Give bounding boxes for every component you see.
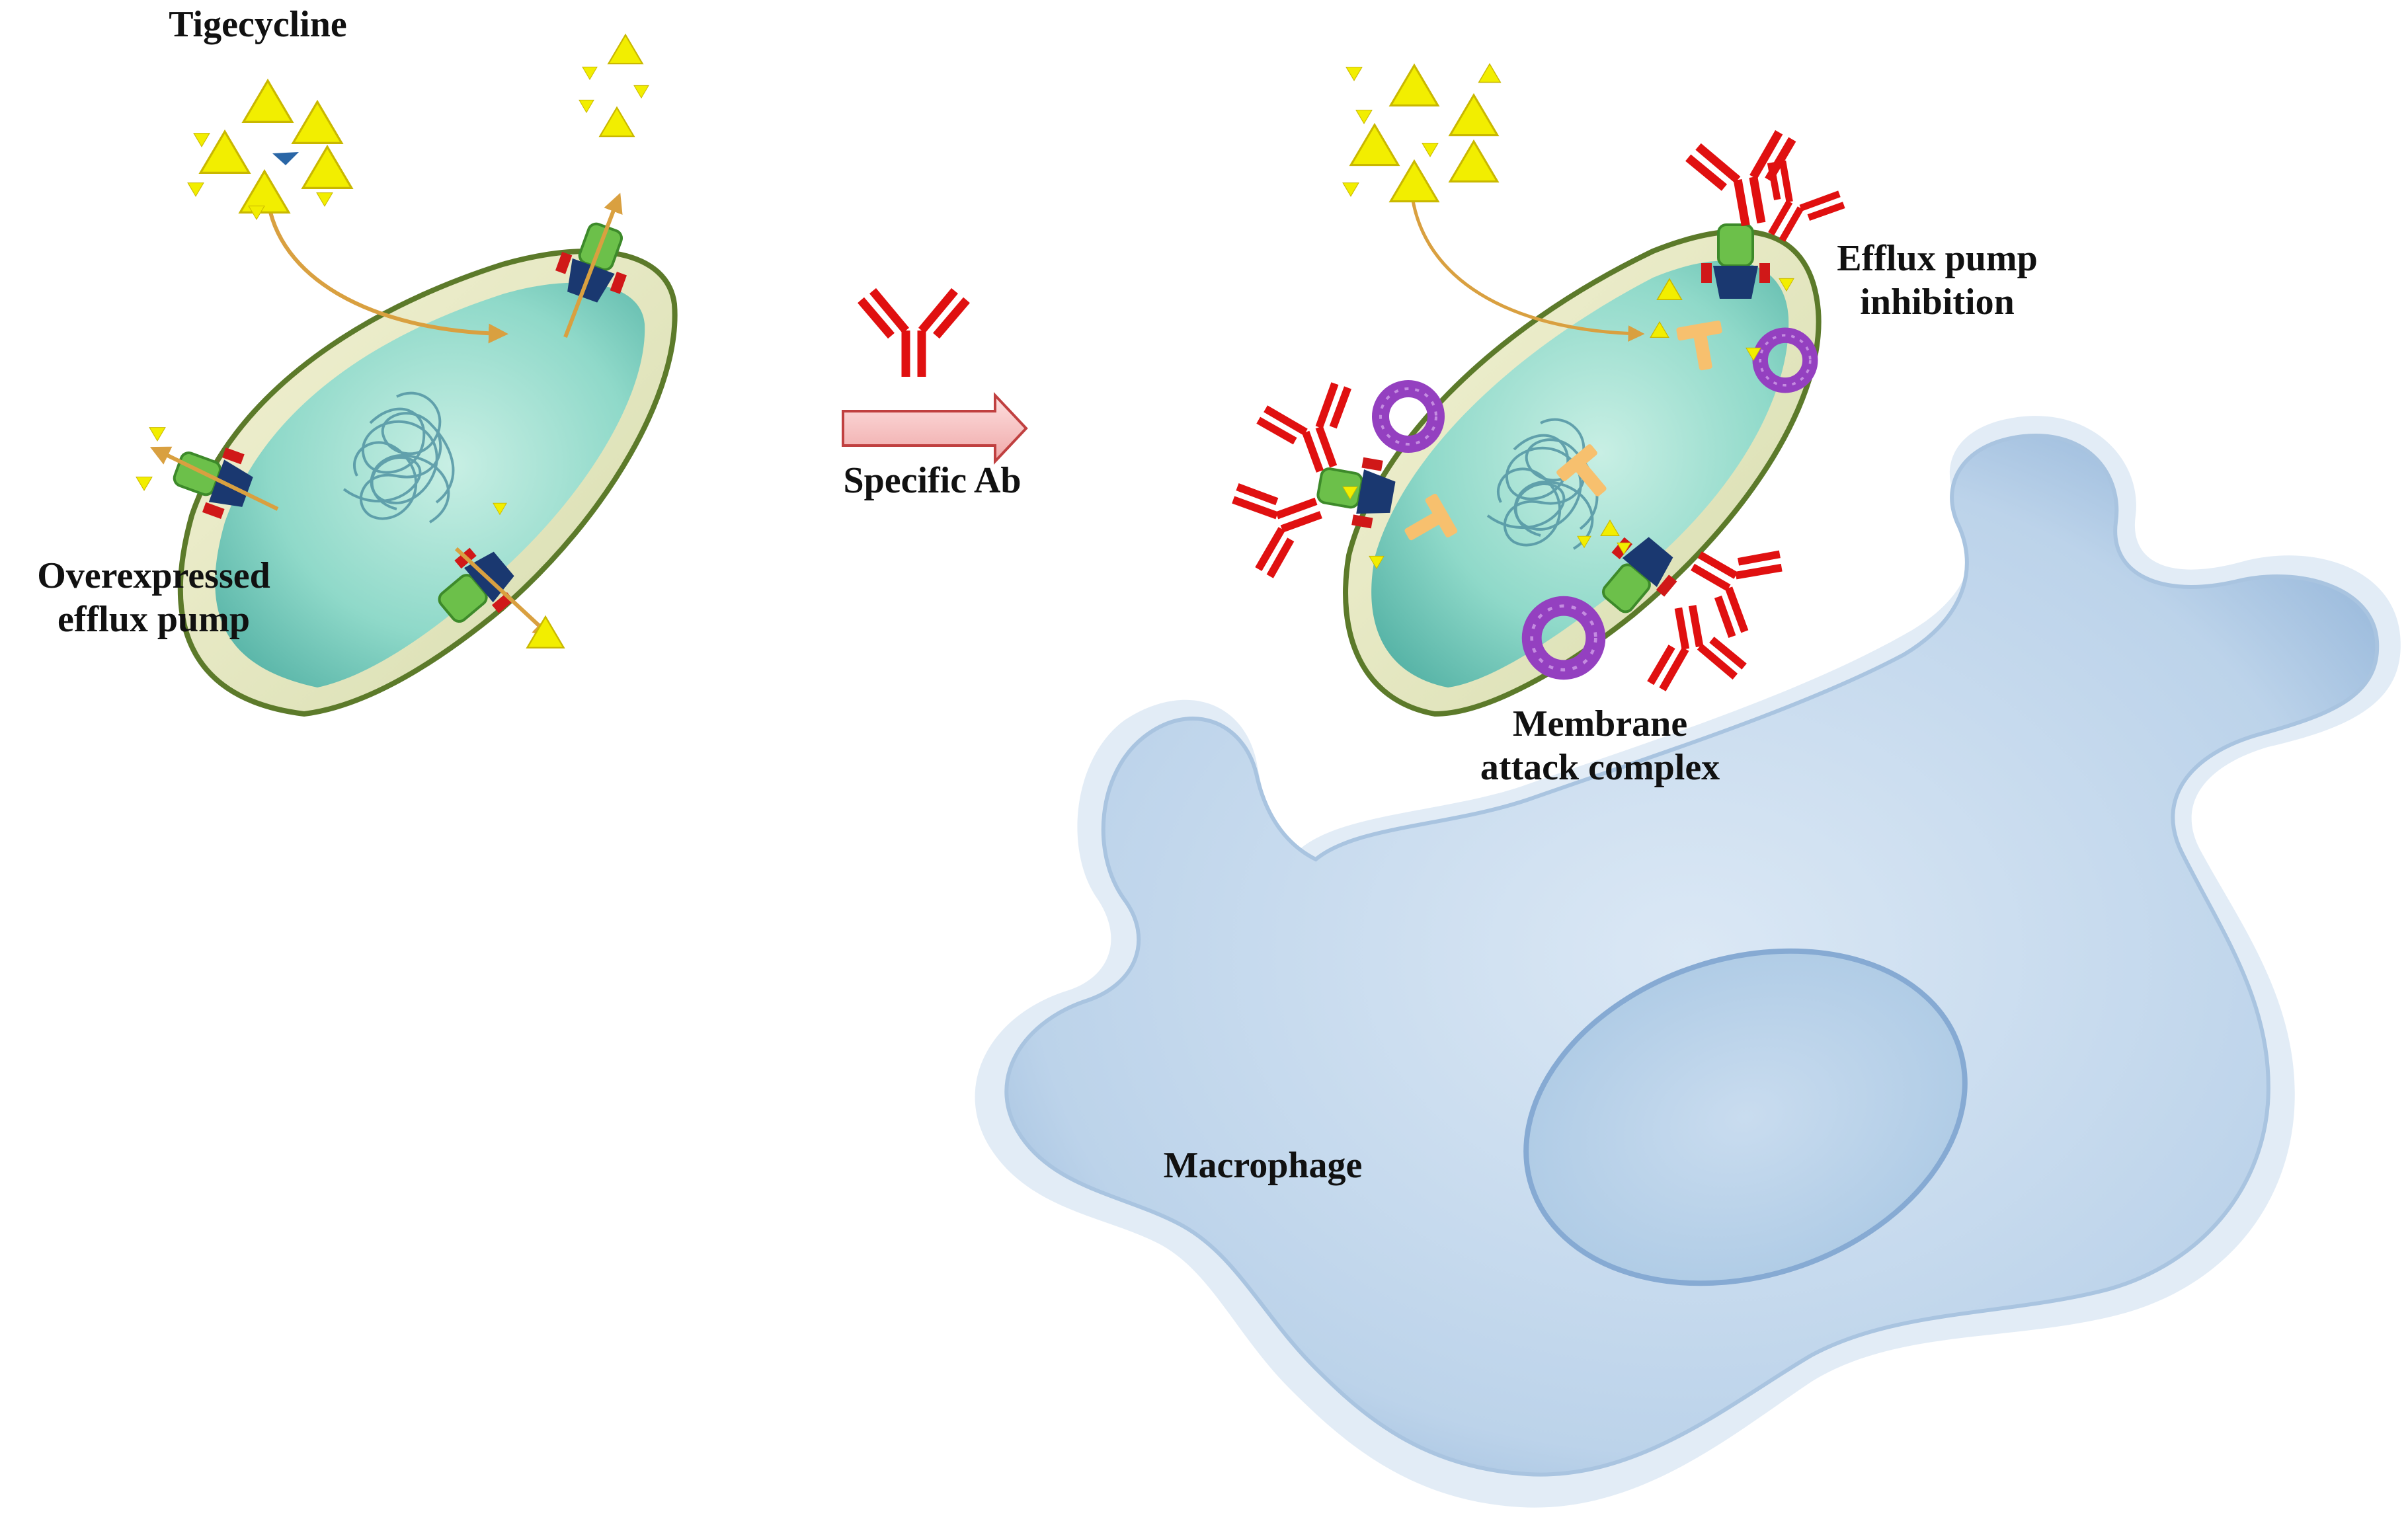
drug-entry-arrow-treated <box>1410 191 1645 342</box>
bacterium-dna <box>342 391 455 524</box>
label-tigecycline: Tigecycline <box>132 3 383 46</box>
bacterium-untreated <box>149 192 678 717</box>
label-efflux-inhibition-line2: inhibition <box>1860 282 2015 323</box>
antibody-legend-icon <box>861 291 967 377</box>
label-macrophage-text: Macrophage <box>1163 1145 1363 1186</box>
label-specific-ab: Specific Ab <box>800 459 1064 502</box>
label-efflux-inhibition-line1: Efflux pump <box>1837 238 2038 279</box>
label-overexpressed-line1: Overexpressed <box>37 555 270 596</box>
macrophage-nucleus <box>1523 948 1968 1286</box>
antibody-bound-4 <box>1230 463 1335 579</box>
efflux-arrow-bottom <box>454 547 553 639</box>
label-membrane-attack-complex: Membrane attack complex <box>1428 702 1772 789</box>
label-mac-line2: attack complex <box>1480 747 1720 788</box>
macrophage-cell <box>975 416 2401 1508</box>
bacterium-cytoplasm <box>215 282 645 687</box>
antibody-bound-3 <box>1256 380 1371 485</box>
macrophage-body <box>1004 434 2380 1477</box>
label-specific-ab-text: Specific Ab <box>843 460 1022 501</box>
efflux-arrow-top <box>563 192 623 338</box>
label-overexpressed-efflux-pump: Overexpressed efflux pump <box>0 554 307 641</box>
efflux-arrow-left <box>149 446 279 511</box>
tigecycline-cluster-left <box>187 79 353 220</box>
label-overexpressed-line2: efflux pump <box>58 599 250 640</box>
mac-complex-1 <box>1381 389 1436 444</box>
antibody-bound-6 <box>1638 598 1746 691</box>
label-mac-line1: Membrane <box>1512 703 1688 744</box>
process-arrow <box>842 391 1028 465</box>
drug-entry-arrow <box>266 198 508 344</box>
label-tigecycline-text: Tigecycline <box>169 4 347 45</box>
label-macrophage: Macrophage <box>1117 1144 1408 1187</box>
bacterium-treated <box>1230 130 1848 717</box>
label-efflux-pump-inhibition: Efflux pump inhibition <box>1798 237 2076 324</box>
